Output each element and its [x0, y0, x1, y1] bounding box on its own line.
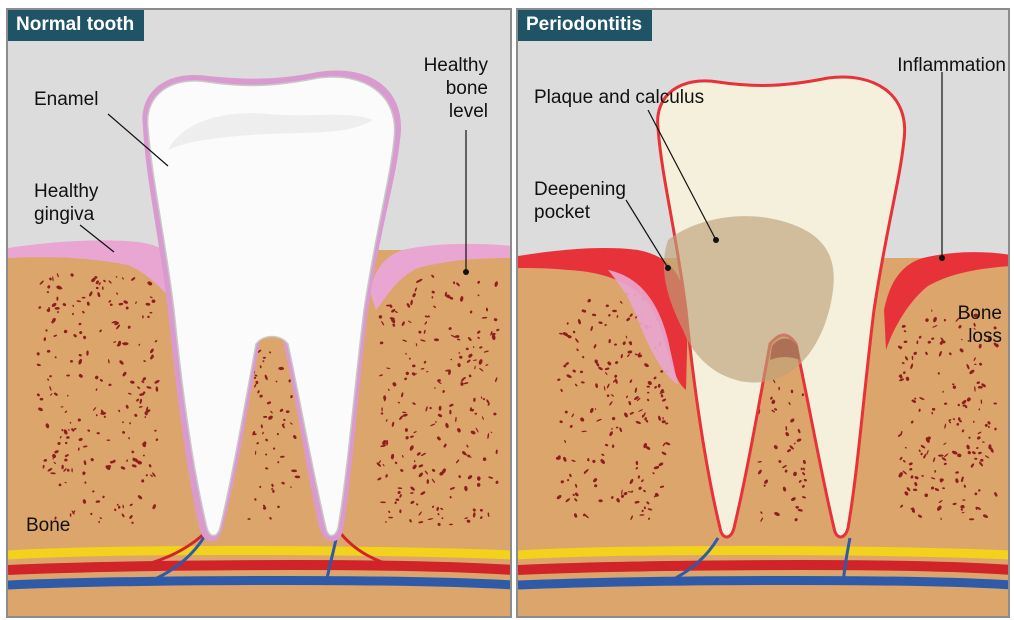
bone-speckle: [474, 413, 477, 415]
normal-tooth-title: Normal tooth: [8, 10, 144, 41]
normal-tooth-panel: Normal tooth Enamel Healthy gingiva Heal…: [6, 8, 512, 618]
bone-speckle: [55, 307, 60, 310]
healthy-bone-level-dot: [463, 269, 469, 275]
vein-band: [8, 580, 512, 585]
enamel-label: Enamel: [34, 88, 98, 111]
vein-band: [518, 580, 1010, 585]
inflammation-dot: [939, 255, 945, 261]
periodontitis-panel: Periodontitis Plaque and calculus Inflam…: [516, 8, 1010, 618]
bone-speckle: [399, 509, 401, 513]
bone-speckle: [82, 297, 86, 299]
bone-loss-label: Bone loss: [938, 302, 1002, 348]
nerve-band: [8, 550, 512, 555]
bone-speckle: [278, 367, 284, 370]
nerve-band: [518, 550, 1010, 555]
artery-band: [8, 565, 512, 570]
plaque-and-calculus-label: Plaque and calculus: [534, 86, 704, 109]
bone-label: Bone: [26, 514, 70, 537]
plaque-and-calculus-dot: [713, 237, 719, 243]
periodontitis-title: Periodontitis: [518, 10, 652, 41]
bone-speckle: [969, 518, 974, 520]
bone-speckle: [432, 296, 434, 298]
bone-speckle: [449, 524, 453, 526]
inflammation-label: Inflammation: [862, 54, 1006, 77]
bone-speckle: [974, 458, 977, 460]
artery-band: [518, 565, 1010, 570]
healthy-bone-level-label: Healthy bone level: [404, 54, 488, 123]
deepening-pocket-label: Deepening pocket: [534, 178, 644, 224]
bone-speckle: [107, 440, 111, 441]
bone-speckle: [647, 386, 650, 388]
healthy-gingiva-label: Healthy gingiva: [34, 180, 134, 226]
deepening-pocket-dot: [665, 265, 671, 271]
